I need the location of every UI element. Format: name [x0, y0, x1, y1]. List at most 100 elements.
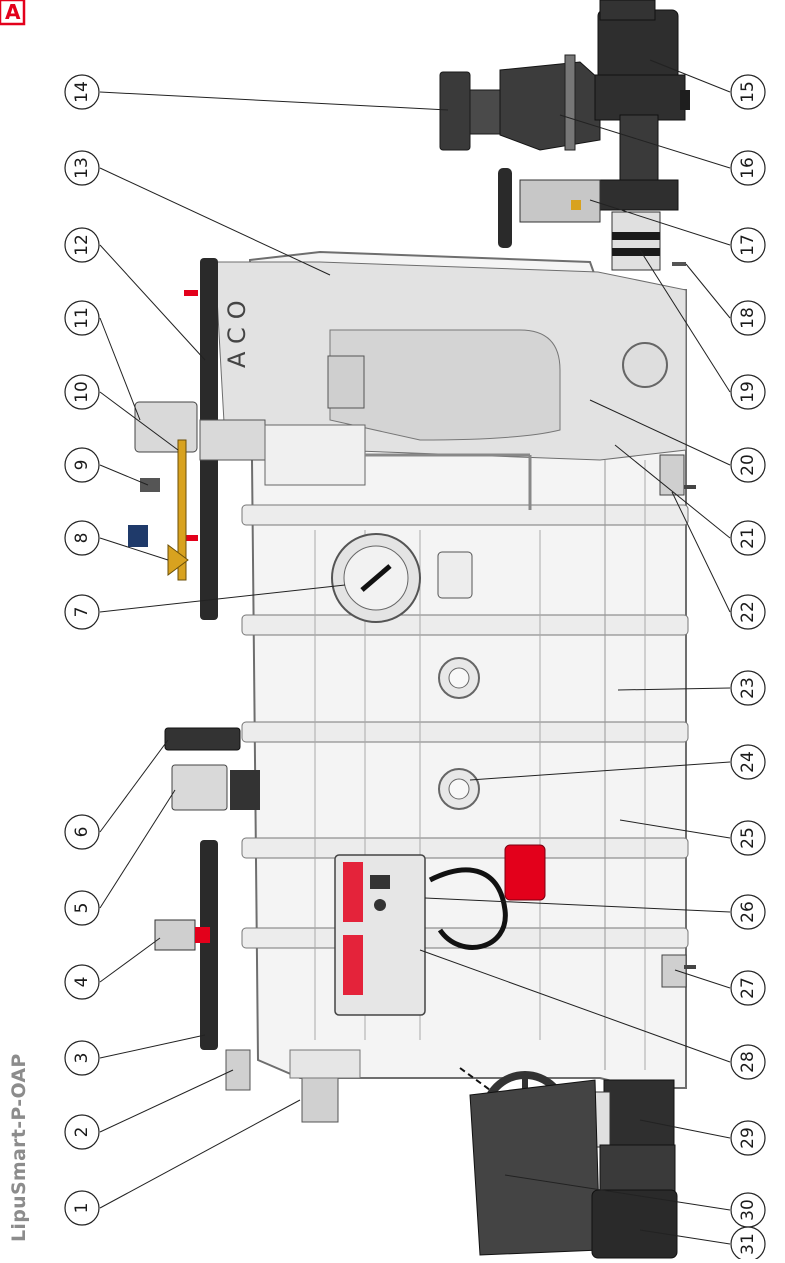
callout-16: 16: [730, 150, 766, 186]
callout-number: 28: [738, 1051, 758, 1073]
callout-number: 27: [738, 977, 758, 999]
callout-number: 31: [738, 1233, 758, 1255]
callout-circle: [64, 520, 100, 556]
callout-circle: [730, 744, 766, 780]
callout-circle: [64, 1114, 100, 1150]
callout-circle: [64, 594, 100, 630]
callout-4: 4: [64, 964, 100, 1000]
callout-1: 1: [64, 1190, 100, 1226]
callout-25: 25: [730, 820, 766, 856]
callout-circle: [64, 447, 100, 483]
callout-3: 3: [64, 1040, 100, 1076]
callout-9: 9: [64, 447, 100, 483]
callout-24: 24: [730, 744, 766, 780]
callout-number: 7: [72, 607, 92, 618]
corner-mark: A: [0, 0, 26, 26]
left-accessories: [128, 401, 532, 1123]
callout-number: 21: [738, 527, 758, 549]
callout-13: 13: [64, 150, 100, 186]
callout-number: 10: [72, 381, 92, 403]
callout-15: 15: [730, 74, 766, 110]
callout-circle: [730, 594, 766, 630]
callout-20: 20: [730, 447, 766, 483]
callout-number: 19: [738, 381, 758, 403]
callout-28: 28: [730, 1044, 766, 1080]
callout-5: 5: [64, 890, 100, 926]
callout-number: 22: [738, 601, 758, 623]
top-pump-assembly: [439, 0, 690, 271]
callout-circle: [64, 964, 100, 1000]
callout-circle: [730, 1120, 766, 1156]
callout-circle: [730, 820, 766, 856]
callout-circle: [64, 74, 100, 110]
tank-logo: ACO: [223, 292, 251, 368]
callout-circle: [730, 670, 766, 706]
callout-18: 18: [730, 300, 766, 336]
callout-circle: [730, 520, 766, 556]
callout-number: 29: [738, 1127, 758, 1149]
callout-circle: [730, 894, 766, 930]
callout-number: 8: [72, 533, 92, 544]
callout-22: 22: [730, 594, 766, 630]
callout-number: 23: [738, 677, 758, 699]
callout-14: 14: [64, 74, 100, 110]
callout-circle: [730, 74, 766, 110]
callout-circle: [64, 300, 100, 336]
callout-number: 5: [72, 903, 92, 914]
callout-number: 18: [738, 307, 758, 329]
callout-circle: [64, 227, 100, 263]
callout-7: 7: [64, 594, 100, 630]
callout-number: 24: [738, 751, 758, 773]
callout-26: 26: [730, 894, 766, 930]
callout-number: 12: [72, 234, 92, 256]
control-unit: [334, 844, 546, 1016]
callout-2: 2: [64, 1114, 100, 1150]
callout-8: 8: [64, 520, 100, 556]
callout-circle: [64, 890, 100, 926]
callout-number: 6: [72, 827, 92, 838]
callout-circle: [730, 300, 766, 336]
callout-circle: [64, 374, 100, 410]
callout-number: 2: [72, 1127, 92, 1138]
callout-27: 27: [730, 970, 766, 1006]
callout-10: 10: [64, 374, 100, 410]
callout-circle: [730, 150, 766, 186]
callout-circle: [64, 150, 100, 186]
callout-number: 13: [72, 157, 92, 179]
callout-circle: [730, 1044, 766, 1080]
callout-number: 1: [72, 1203, 92, 1214]
callout-number: 3: [72, 1053, 92, 1064]
callout-19: 19: [730, 374, 766, 410]
callout-29: 29: [730, 1120, 766, 1156]
callout-number: 25: [738, 827, 758, 849]
callout-number: 30: [738, 1199, 758, 1221]
callout-21: 21: [730, 520, 766, 556]
callout-number: 15: [738, 81, 758, 103]
callout-number: 9: [72, 460, 92, 471]
callout-17: 17: [730, 227, 766, 263]
callout-number: 14: [72, 81, 92, 103]
callout-number: 20: [738, 454, 758, 476]
tank-body: ACO: [184, 250, 696, 1089]
callout-circle: [730, 227, 766, 263]
callout-number: 4: [72, 977, 92, 988]
callout-number: 11: [72, 307, 92, 329]
callout-circle: [64, 814, 100, 850]
callout-circle: [730, 374, 766, 410]
callout-number: 26: [738, 901, 758, 923]
callout-circle: [730, 447, 766, 483]
corner-mark-letter: A: [5, 0, 21, 24]
callout-31: 31: [730, 1226, 766, 1262]
callout-30: 30: [730, 1192, 766, 1228]
callout-number: 17: [738, 234, 758, 256]
bottom-pump-assembly: [459, 1067, 678, 1259]
callout-circle: [64, 1040, 100, 1076]
callout-6: 6: [64, 814, 100, 850]
product-name-label: LipuSmart-P-OAP: [8, 1053, 30, 1242]
callout-23: 23: [730, 670, 766, 706]
callout-circle: [64, 1190, 100, 1226]
leader-lines: [99, 59, 731, 1245]
